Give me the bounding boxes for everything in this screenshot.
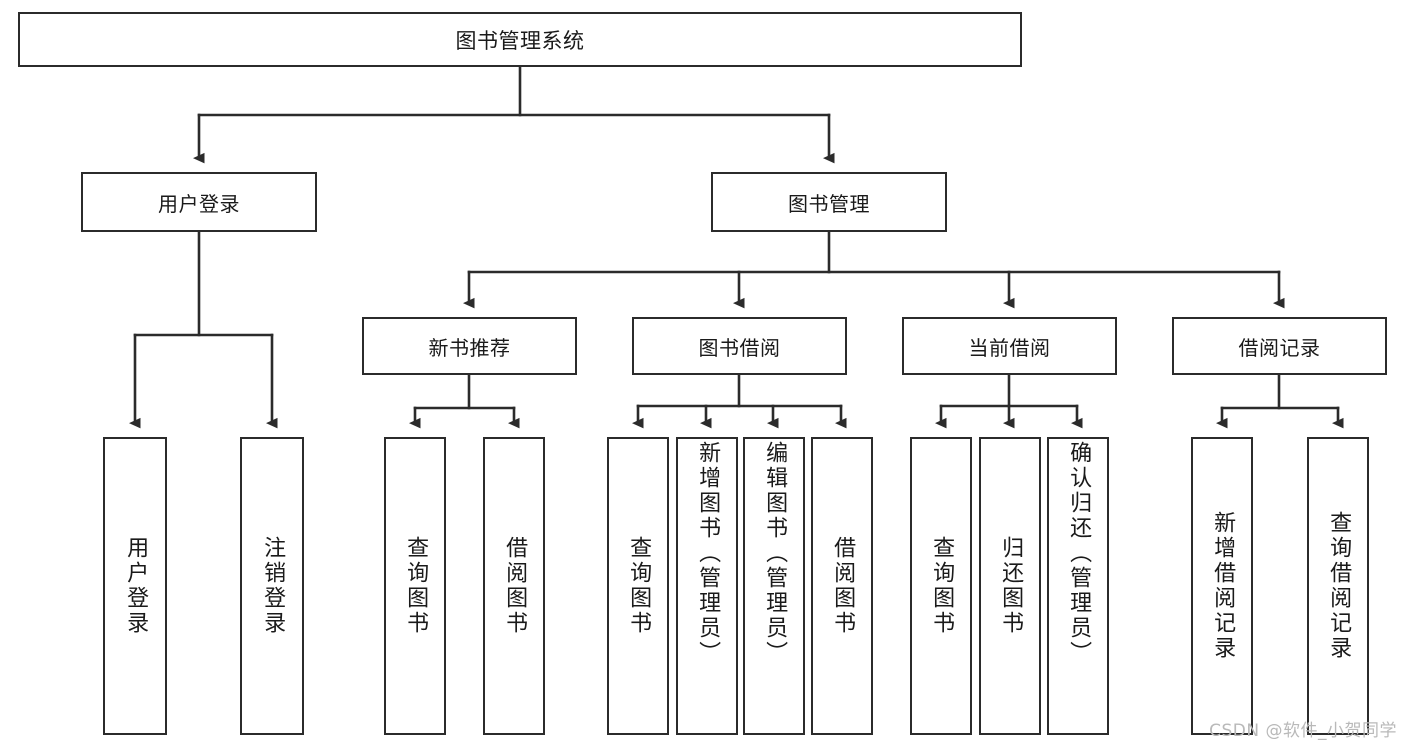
node-book-management[interactable]: 图书管理 — [711, 172, 947, 232]
leaf-query-borrow-record[interactable]: 查询借阅记录 — [1307, 437, 1369, 735]
leaf-logout[interactable]: 注销登录 — [240, 437, 304, 735]
leaf-label: 新增图书（管理员） — [695, 441, 721, 666]
leaf-borrow-book-new[interactable]: 借阅图书 — [483, 437, 545, 735]
leaf-query-book-current[interactable]: 查询图书 — [910, 437, 972, 735]
leaf-add-borrow-record[interactable]: 新增借阅记录 — [1191, 437, 1253, 735]
node-current-borrow[interactable]: 当前借阅 — [902, 317, 1117, 375]
node-label: 借阅记录 — [1238, 335, 1321, 360]
leaf-label: 归还图书 — [998, 536, 1024, 636]
node-label: 新书推荐 — [428, 335, 511, 360]
node-label: 用户登录 — [158, 191, 240, 216]
leaf-label: 编辑图书（管理员） — [762, 441, 788, 666]
leaf-add-book-admin[interactable]: 新增图书（管理员） — [676, 437, 738, 735]
leaf-edit-book-admin[interactable]: 编辑图书（管理员） — [743, 437, 805, 735]
leaf-label: 注销登录 — [260, 536, 286, 636]
node-new-book-recommend[interactable]: 新书推荐 — [362, 317, 577, 375]
leaf-label: 查询图书 — [403, 536, 429, 636]
leaf-borrow-book[interactable]: 借阅图书 — [811, 437, 873, 735]
node-label: 图书管理 — [788, 191, 870, 216]
leaf-label: 查询图书 — [929, 536, 955, 636]
leaf-label: 确认归还（管理员） — [1066, 441, 1092, 666]
node-label: 图书借阅 — [698, 335, 781, 360]
leaf-confirm-return-admin[interactable]: 确认归还（管理员） — [1047, 437, 1109, 735]
node-user-login[interactable]: 用户登录 — [81, 172, 317, 232]
node-label: 当前借阅 — [968, 335, 1051, 360]
leaf-label: 查询图书 — [626, 536, 652, 636]
leaf-label: 新增借阅记录 — [1210, 511, 1236, 661]
leaf-user-login[interactable]: 用户登录 — [103, 437, 167, 735]
csdn-watermark: CSDN @软件_小贺同学 — [1209, 721, 1397, 741]
leaf-return-book[interactable]: 归还图书 — [979, 437, 1041, 735]
leaf-label: 用户登录 — [123, 536, 149, 636]
leaf-query-book-borrow[interactable]: 查询图书 — [607, 437, 669, 735]
node-label: 图书管理系统 — [455, 28, 585, 53]
node-borrow-record[interactable]: 借阅记录 — [1172, 317, 1387, 375]
leaf-query-book-new[interactable]: 查询图书 — [384, 437, 446, 735]
node-book-borrow[interactable]: 图书借阅 — [632, 317, 847, 375]
leaf-label: 借阅图书 — [830, 536, 856, 636]
leaf-label: 查询借阅记录 — [1326, 511, 1352, 661]
node-root-system[interactable]: 图书管理系统 — [18, 12, 1022, 67]
leaf-label: 借阅图书 — [502, 536, 528, 636]
